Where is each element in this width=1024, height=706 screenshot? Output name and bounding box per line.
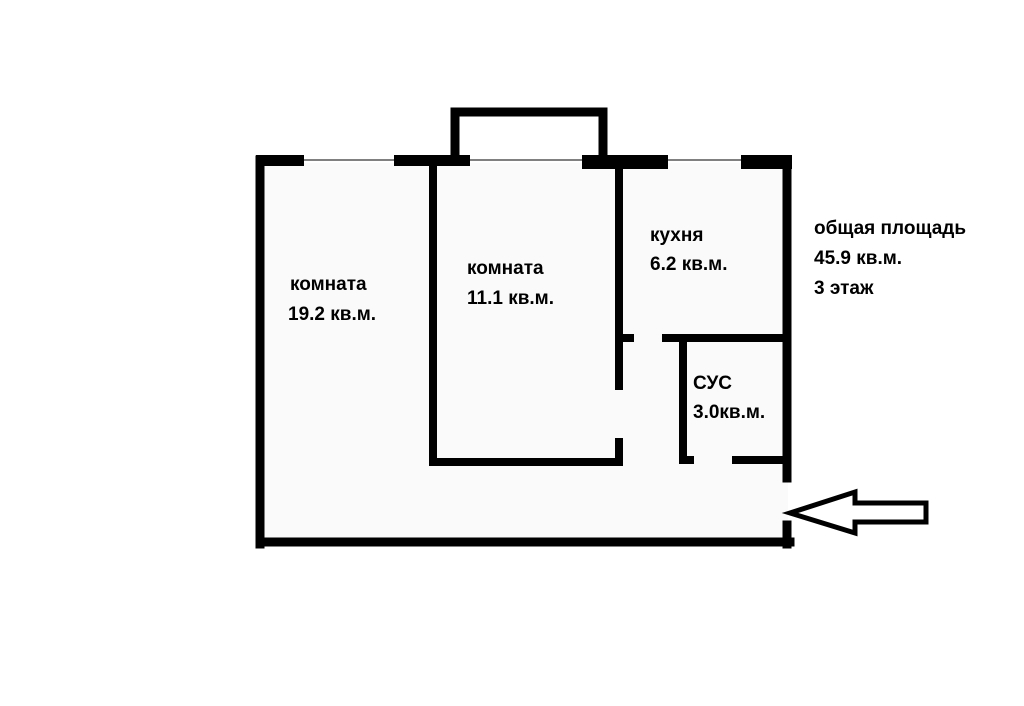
room-2-area: 11.1 кв.м. bbox=[467, 288, 554, 309]
bathroom-name: СУС bbox=[693, 373, 732, 394]
room-1-area: 19.2 кв.м. bbox=[288, 304, 376, 325]
total-area-label: общая площадь bbox=[814, 218, 966, 239]
floor-area bbox=[262, 163, 788, 542]
room-1-name: комната bbox=[290, 274, 367, 295]
kitchen-area: 6.2 кв.м. bbox=[650, 254, 728, 275]
wall-top-segment bbox=[582, 155, 668, 169]
arrow-left-icon bbox=[781, 488, 929, 537]
outer-walls bbox=[255, 155, 795, 549]
bathroom-area: 3.0кв.м. bbox=[693, 402, 765, 423]
balcony bbox=[450, 107, 608, 160]
total-area-value: 45.9 кв.м. bbox=[814, 248, 902, 269]
wall-top-segment bbox=[256, 155, 304, 166]
interior-walls bbox=[429, 162, 790, 466]
balcony-outline bbox=[450, 107, 608, 160]
floor-number: 3 этаж bbox=[814, 278, 874, 299]
kitchen-name: кухня bbox=[650, 225, 703, 246]
wall-top-segment bbox=[394, 155, 470, 166]
room-2-name: комната bbox=[467, 258, 544, 279]
wall-top-segment bbox=[741, 155, 792, 169]
